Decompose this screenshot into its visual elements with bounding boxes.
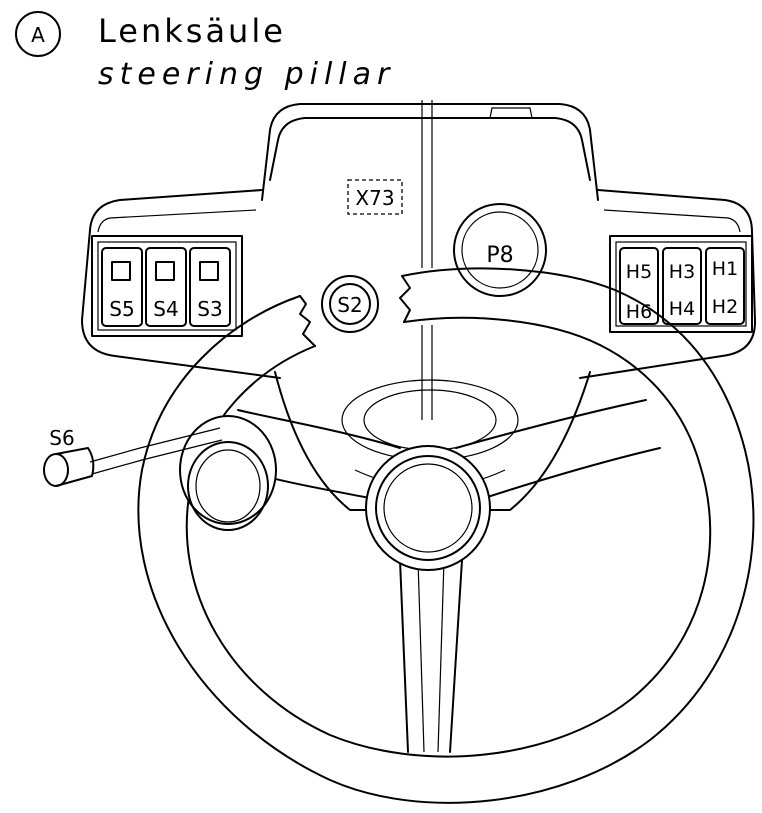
lever-s6: S6 [43,426,223,487]
section-letter: A [31,23,45,47]
lamp-h4-label: H4 [669,298,695,320]
lamp-h1-label: H1 [712,258,738,280]
switch-s2: S2 [321,275,379,333]
switch-s5-label: S5 [109,297,134,321]
section-circle [15,11,61,57]
lamp-h6-label: H6 [626,301,652,323]
right-lamp-panel: H5 H3 H1 H6 H4 H2 [609,235,753,333]
lamp-h2-label: H2 [712,296,738,318]
switch-s2-label: S2 [337,293,362,317]
connector-label: X73 [355,186,394,210]
lamp-h3-label: H3 [669,261,695,283]
steering-wheel [137,267,755,804]
switch-s4-label: S4 [153,297,178,321]
header: A Lenksäule steering pillar [15,11,395,92]
center-seam [421,100,433,420]
lamp-h5-label: H5 [626,261,652,283]
switch-s3-label: S3 [197,297,222,321]
title-de: Lenksäule [98,12,286,50]
gauge-label: P8 [486,243,513,268]
lever-s6-label: S6 [49,426,74,450]
connector-x73: X73 [347,179,403,215]
title-en: steering pillar [98,57,395,92]
gauge-p8: P8 [453,203,547,297]
left-switch-panel: S5 S4 S3 [91,235,243,337]
